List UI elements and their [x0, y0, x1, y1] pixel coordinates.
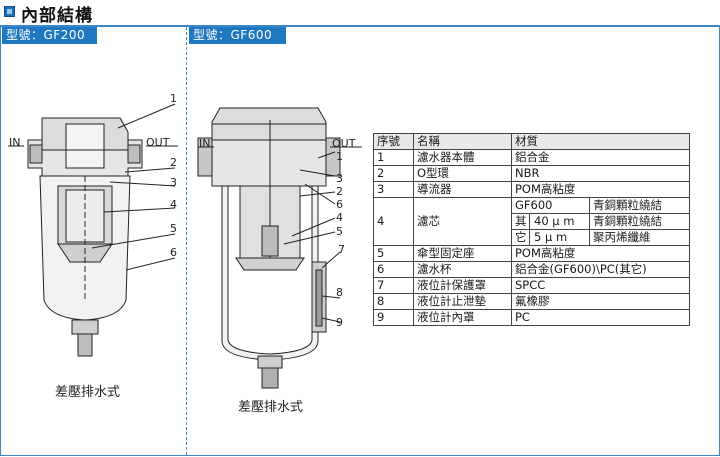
- table-row: 7 液位計保護罩 SPCC: [373, 277, 690, 294]
- table-row: 1 濾水器本體 鋁合金: [373, 149, 690, 166]
- table-row: 它 5 μ m 聚丙烯纖維: [374, 229, 690, 246]
- gf200-callout-5: 5: [170, 222, 177, 235]
- row-no: 4: [373, 197, 414, 246]
- filter-other-label-2: 它: [512, 230, 530, 245]
- gf600-callout-7: 7: [338, 243, 345, 256]
- gf200-callout-2: 2: [170, 156, 177, 169]
- row-material: 鋁合金: [511, 149, 690, 166]
- gf200-caption: 差壓排水式: [55, 385, 121, 400]
- row-material: SPCC: [511, 277, 690, 294]
- table-row: 2 O型環 NBR: [373, 165, 690, 182]
- header-name: 名稱: [413, 133, 512, 150]
- row-material: POM高粘度: [511, 245, 690, 262]
- row-material: 鋁合金(GF600)\PC(其它): [511, 261, 690, 278]
- model-tag-gf200: 型號：GF200: [2, 27, 97, 44]
- filter-um5: 5 μ m: [534, 230, 568, 244]
- filter-other-40: 其 40 μ m: [511, 213, 590, 230]
- table-row: 6 濾水杯 鋁合金(GF600)\PC(其它): [373, 261, 690, 278]
- row-material: PC: [511, 309, 690, 326]
- structure-diagrams: [8, 103, 362, 389]
- gf600-callout-6: 6: [336, 198, 343, 211]
- gf600-callout-4: 4: [336, 211, 343, 224]
- filter-um5-material: 聚丙烯纖維: [589, 229, 690, 246]
- panel-divider: [186, 27, 187, 455]
- row-no: 1: [373, 149, 414, 166]
- gf600-out-label: OUT: [332, 137, 356, 150]
- row-material: POM高粘度: [511, 181, 690, 198]
- gf200-callout-3: 3: [170, 176, 177, 189]
- row-no: 6: [373, 261, 414, 278]
- row-no: 3: [373, 181, 414, 198]
- page-title: 內部結構: [21, 6, 93, 26]
- gf200-callout-4: 4: [170, 198, 177, 211]
- header-no: 序號: [373, 133, 414, 150]
- gf600-callout-5: 5: [336, 225, 343, 238]
- header: 內部結構: [0, 0, 720, 26]
- row-name: 濾芯: [413, 197, 512, 246]
- table-row: 其 40 μ m 青銅顆粒繞結: [374, 213, 690, 230]
- filter-um40-material: 青銅顆粒繞結: [589, 213, 690, 230]
- table-row: 4 濾芯 GF600 青銅顆粒繞結: [373, 197, 690, 246]
- row-no: 9: [373, 309, 414, 326]
- gf200-diagram: [8, 103, 178, 357]
- table-row: 5 傘型固定座 POM高粘度: [373, 245, 690, 262]
- row-name: 液位計內罩: [413, 309, 512, 326]
- row-no: 5: [373, 245, 414, 262]
- gf600-callout-8: 8: [336, 286, 343, 299]
- gf200-out-label: OUT: [146, 136, 170, 149]
- row-name: 液位計保護罩: [413, 277, 512, 294]
- row-material: 氟橡膠: [511, 293, 690, 310]
- row-name: 液位計止泄墊: [413, 293, 512, 310]
- filter-other-label: 其: [512, 214, 530, 229]
- gf200-callout-1: 1: [170, 92, 177, 105]
- table-row: 9 液位計內罩 PC: [373, 309, 690, 326]
- row-name: 濾水器本體: [413, 149, 512, 166]
- row-name: 導流器: [413, 181, 512, 198]
- row-name: O型環: [413, 165, 512, 182]
- table-row: 3 導流器 POM高粘度: [373, 181, 690, 198]
- gf600-callout-9: 9: [336, 316, 343, 329]
- filter-other-5: 它 5 μ m: [511, 229, 590, 246]
- header-material: 材質: [511, 133, 690, 150]
- gf600-callout-2: 2: [336, 185, 343, 198]
- row-no: 2: [373, 165, 414, 182]
- row-material: NBR: [511, 165, 690, 182]
- gf200-callout-6: 6: [170, 246, 177, 259]
- gf600-callout-1: 1: [336, 150, 343, 163]
- filter-gf600-material: 青銅顆粒繞結: [589, 197, 690, 214]
- gf600-callout-3: 3: [336, 172, 343, 185]
- gf600-caption: 差壓排水式: [238, 400, 304, 415]
- row-no: 7: [373, 277, 414, 294]
- table-header-row: 序號 名稱 材質: [373, 133, 690, 150]
- model-tag-gf600: 型號：GF600: [189, 27, 286, 44]
- gf600-diagram: [197, 107, 362, 389]
- row-no: 8: [373, 293, 414, 310]
- square-bullet-icon: [4, 6, 15, 17]
- table-row: 8 液位計止泄墊 氟橡膠: [373, 293, 690, 310]
- filter-um40: 40 μ m: [534, 214, 575, 228]
- parts-table: 序號 名稱 材質 1 濾水器本體 鋁合金 2 O型環 NBR 3 導流器 POM…: [373, 133, 690, 326]
- row-name: 濾水杯: [413, 261, 512, 278]
- row-name: 傘型固定座: [413, 245, 512, 262]
- gf600-in-label: IN: [199, 137, 211, 150]
- gf200-in-label: IN: [9, 136, 21, 149]
- filter-model-gf600: GF600: [511, 197, 590, 214]
